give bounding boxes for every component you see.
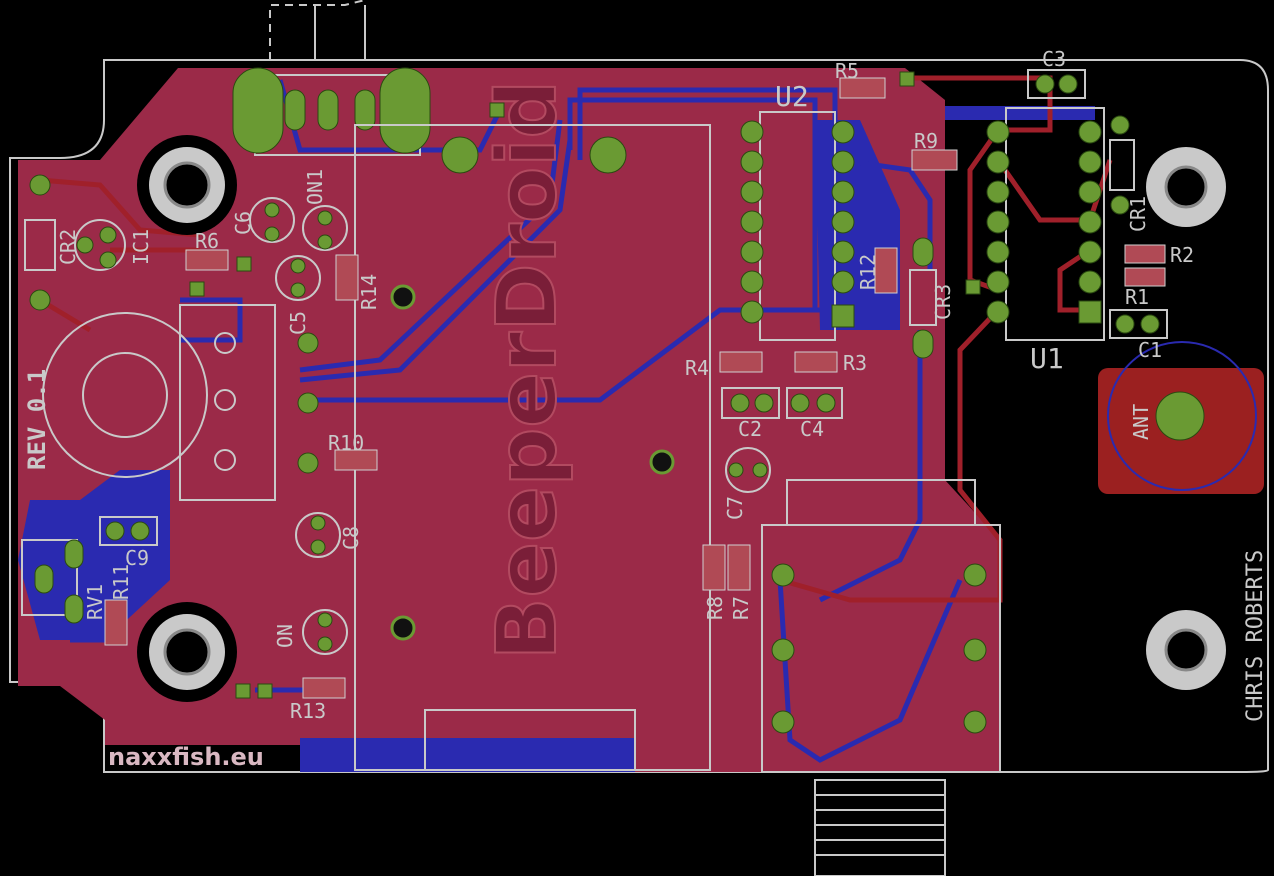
label-r11: R11 (109, 564, 133, 600)
connector-top (232, 0, 431, 156)
website-text: naxxfish.eu (108, 743, 264, 771)
label-ic1: IC1 (129, 229, 153, 265)
antenna-ring (1107, 341, 1257, 491)
buzzer-inner (82, 352, 168, 438)
label-r4: R4 (685, 356, 709, 380)
small-pads (189, 71, 981, 699)
smd-capacitors (99, 69, 1168, 546)
antenna-center (1155, 391, 1205, 441)
u1-pins (986, 120, 1102, 324)
label-r3: R3 (843, 351, 867, 375)
label-cr3: CR3 (931, 284, 955, 320)
mounting-holes (137, 135, 1226, 702)
label-r10: R10 (328, 431, 364, 455)
copper-pour-bottom-strip (300, 738, 635, 772)
label-u2: U2 (775, 80, 809, 113)
cr3-body (909, 269, 937, 326)
label-c9: C9 (125, 546, 149, 570)
label-rv1: RV1 (83, 584, 107, 620)
label-on: ON (273, 624, 297, 648)
label-r14: R14 (357, 274, 381, 310)
smd-resistors (104, 77, 1166, 699)
label-r2: R2 (1170, 243, 1194, 267)
label-r13: R13 (290, 699, 326, 723)
usb-connector (814, 779, 946, 876)
rf-module-pads (771, 563, 987, 734)
copper-pour-bottom-u1 (945, 106, 1095, 120)
label-c8: C8 (339, 526, 363, 550)
cr2-body (24, 219, 56, 271)
label-c5: C5 (286, 311, 310, 335)
u2-pins (740, 120, 855, 328)
regulator-outline (179, 304, 276, 501)
rf-module-outline (761, 479, 1001, 773)
label-c7: C7 (723, 496, 747, 520)
label-cr1: CR1 (1126, 196, 1150, 232)
label-c2: C2 (738, 417, 762, 441)
hole-pad (441, 136, 479, 174)
label-r8: R8 (703, 596, 727, 620)
rv1-outline (21, 539, 78, 616)
label-cr2: CR2 (56, 229, 80, 265)
silkscreen-labels: U2 U1 C3 R5 R9 R2 R1 C1 R3 R4 C2 C4 R6 R… (56, 47, 1194, 723)
regulator-pads (214, 332, 319, 474)
label-c1: C1 (1138, 338, 1162, 362)
label-r1: R1 (1125, 285, 1149, 309)
label-c4: C4 (800, 417, 824, 441)
label-r7: R7 (729, 596, 753, 620)
vias (390, 284, 675, 641)
label-u1: U1 (1030, 342, 1064, 375)
label-ant: ANT (1129, 404, 1153, 440)
label-r12: R12 (856, 254, 880, 290)
label-on1: ON1 (303, 169, 327, 205)
board-title: BeeperDroid (480, 80, 575, 660)
buzzer-outline (42, 312, 208, 478)
label-c6: C6 (231, 211, 255, 235)
revision-text: REV 0.1 (23, 369, 51, 470)
cr1-body (1109, 139, 1135, 191)
copper-pour-bottom-left (18, 470, 170, 640)
board-outline (9, 59, 1269, 773)
hole-pad (589, 136, 627, 174)
label-r9: R9 (914, 129, 938, 153)
label-c3: C3 (1042, 47, 1066, 71)
electrolytic-caps (74, 197, 771, 655)
connector-bottom-outline (424, 709, 636, 771)
label-r5: R5 (835, 59, 859, 83)
label-r6: R6 (195, 229, 219, 253)
author-text: CHRIS ROBERTS (1243, 550, 1268, 722)
